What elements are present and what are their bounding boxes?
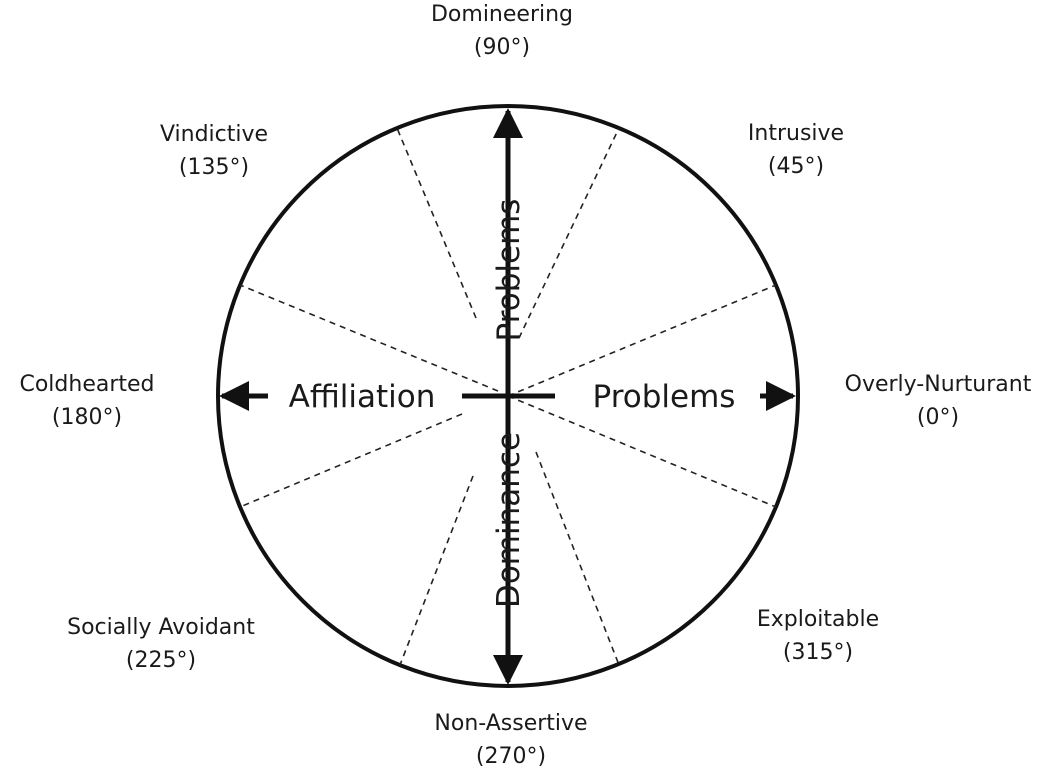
axis-label-problems-top: Problems [491,199,527,342]
axis-label-problems-right: Problems [593,379,736,415]
octant-label-vindictive: Vindictive [160,122,268,147]
octant-label-exploitable: Exploitable [757,607,879,632]
octant-angle-exploitable: (315°) [783,640,853,665]
divider-22-5 [507,284,777,397]
octant-angle-domineering: (90°) [474,35,530,60]
octant-angle-coldhearted: (180°) [52,405,122,430]
axis-arrows [219,108,796,685]
divider-157-5 [239,284,499,392]
octant-angle-vindictive: (135°) [179,155,249,180]
octant-angle-socially-avoidant: (225°) [126,648,196,673]
divider-292-5 [535,451,620,666]
axis-label-affiliation: Affiliation [289,379,436,415]
divider-202-5 [239,413,463,508]
octant-label-overly-nurturant: Overly-Nurturant [845,372,1032,397]
octant-angle-intrusive: (45°) [768,154,824,179]
octant-label-coldhearted: Coldhearted [19,372,154,397]
circumplex-circle [216,104,800,688]
divider-67-5 [518,127,620,339]
axis-label-dominance: Dominance [491,432,527,608]
divider-112-5 [396,127,477,319]
divider-247-5 [399,475,474,666]
octant-label-socially-avoidant: Socially Avoidant [67,615,255,640]
octant-angle-overly-nurturant: (0°) [917,405,959,430]
octant-label-intrusive: Intrusive [748,121,844,146]
octant-label-domineering: Domineering [431,2,573,27]
octant-dividers [239,127,777,666]
octant-label-non-assertive: Non-Assertive [434,711,587,736]
octant-angle-non-assertive: (270°) [476,744,546,769]
divider-337-5 [507,395,777,508]
